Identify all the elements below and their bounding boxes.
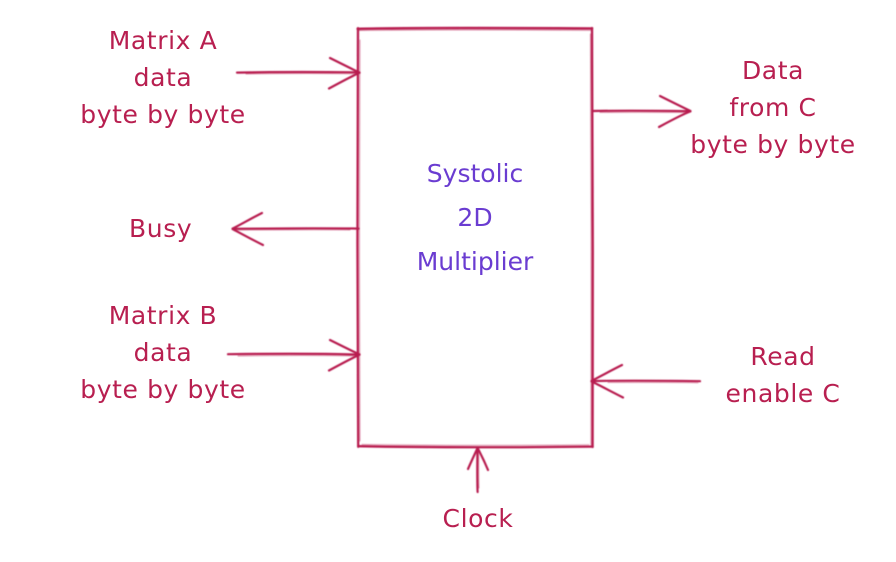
port-label-busy: Busy [129,210,192,247]
matrix-a-line-2: data [133,63,193,92]
clock-line-1: Clock [442,504,514,533]
arrow-clock [466,447,490,494]
busy-line-1: Busy [129,214,193,243]
port-label-data-from-c: Data from C byte by byte [690,52,855,163]
matrix-a-line-3: byte by byte [80,100,246,129]
matrix-b-line-1: Matrix B [108,301,218,330]
port-label-matrix-a: Matrix A data byte by byte [80,22,245,133]
arrow-data-from-c [591,94,692,129]
matrix-b-line-2: data [133,338,193,367]
block-title-line-2: 2D [457,203,493,232]
block-title: Systolic 2D Multiplier [417,152,534,284]
block-title-line-3: Multiplier [416,247,534,276]
data-from-c-line-1: Data [741,56,805,85]
port-label-clock: Clock [443,500,514,537]
matrix-b-line-3: byte by byte [80,375,246,404]
matrix-a-line-1: Matrix A [108,26,218,55]
block-title-line-1: Systolic [426,159,524,188]
data-from-c-line-3: byte by byte [690,130,856,159]
read-enable-c-line-2: enable C [725,379,841,408]
arrow-matrix-b [226,338,361,372]
arrow-matrix-a [235,56,361,90]
port-label-read-enable-c: Read enable C [726,338,841,412]
block-outline [356,26,594,449]
arrow-read-enable-c [590,363,702,399]
data-from-c-line-2: from C [729,93,817,122]
port-label-matrix-b: Matrix B data byte by byte [80,297,245,408]
read-enable-c-line-1: Read [750,342,816,371]
arrow-busy [231,211,360,247]
